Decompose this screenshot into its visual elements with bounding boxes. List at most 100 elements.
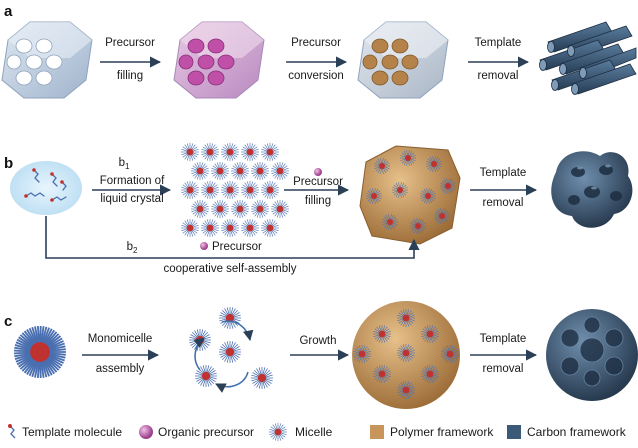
micelle-icon bbox=[397, 381, 415, 399]
micelle-icon bbox=[400, 150, 416, 166]
c-step3-line1: Template bbox=[480, 333, 527, 345]
polymer-filled-template bbox=[357, 21, 449, 99]
micelle-icon bbox=[219, 341, 241, 363]
micelle-icon bbox=[221, 181, 239, 199]
arrow-b2-route bbox=[45, 216, 420, 259]
panel-b-letter: b bbox=[4, 155, 13, 172]
b-step3-line1: Template bbox=[480, 167, 527, 179]
micelle-icon bbox=[231, 162, 249, 180]
micelle-icon bbox=[181, 181, 199, 199]
micelle-icon bbox=[221, 143, 239, 161]
b1-line1: Formation of bbox=[100, 175, 165, 187]
micelle-icon bbox=[440, 178, 456, 194]
micelle-icon bbox=[271, 200, 289, 218]
micelle-icon bbox=[191, 162, 209, 180]
precursor-filled-template bbox=[173, 21, 265, 99]
assembly-arrow-3 bbox=[193, 337, 205, 371]
micelle-icon bbox=[181, 219, 199, 237]
a-step2-line2: conversion bbox=[288, 70, 344, 82]
carbon-framework-icon bbox=[507, 425, 521, 439]
organic-precursor-icon bbox=[139, 425, 153, 439]
c-step3-line2: removal bbox=[483, 363, 524, 375]
legend-item-micelle: Micelle bbox=[269, 423, 333, 441]
micelle-icon bbox=[261, 181, 279, 199]
a-step2-line1: Precursor bbox=[291, 37, 341, 49]
legend-label: Polymer framework bbox=[390, 425, 494, 439]
legend-label: Micelle bbox=[295, 425, 333, 439]
single-micelle bbox=[13, 325, 66, 379]
polymer-framework-icon bbox=[370, 425, 384, 439]
micelle-icon bbox=[241, 219, 259, 237]
micelle-icon bbox=[251, 367, 273, 389]
c-step1-line2: assembly bbox=[96, 363, 145, 375]
b2-route-label: cooperative self-assembly bbox=[164, 263, 297, 275]
micelle-icon bbox=[382, 214, 398, 230]
legend-item-template-molecule: Template molecule bbox=[8, 424, 122, 439]
legend-label: Organic precursor bbox=[158, 425, 254, 439]
micelle-icon bbox=[420, 188, 436, 204]
micelle-icon bbox=[221, 219, 239, 237]
assembly-arrow-1 bbox=[221, 320, 254, 342]
micelle-icon bbox=[434, 208, 450, 224]
micelle-icon bbox=[392, 182, 408, 198]
b1-label: b1 bbox=[119, 157, 130, 171]
legend-item-carbon-framework: Carbon framework bbox=[507, 425, 627, 439]
micelle-icon bbox=[374, 158, 390, 174]
micelle-icon bbox=[353, 345, 371, 363]
micelle-icon bbox=[261, 219, 279, 237]
micelle-icon bbox=[191, 200, 209, 218]
precursor-ball-icon bbox=[200, 242, 208, 250]
b1-line2: liquid crystal bbox=[100, 193, 163, 205]
micelle-icon bbox=[269, 423, 287, 441]
micelle-icon bbox=[195, 365, 217, 387]
carbon-sphere bbox=[546, 309, 638, 401]
micelle-icon bbox=[397, 309, 415, 327]
micelle-icon bbox=[201, 219, 219, 237]
micelle-icon bbox=[397, 344, 415, 362]
a-step1-line1: Precursor bbox=[105, 37, 155, 49]
micelle-icon bbox=[251, 162, 269, 180]
assembly-arrow-2 bbox=[215, 371, 249, 393]
silica-template bbox=[1, 21, 93, 99]
micelle-icon bbox=[189, 329, 211, 351]
micelle-icon bbox=[426, 156, 442, 172]
legend-label: Template molecule bbox=[22, 425, 122, 439]
b-step3-line2: removal bbox=[483, 197, 524, 209]
micelle-icon bbox=[366, 188, 382, 204]
micelle-icon bbox=[261, 143, 279, 161]
micelle-icon bbox=[271, 162, 289, 180]
legend-label: Carbon framework bbox=[527, 425, 627, 439]
b2-precursor-label: Precursor bbox=[212, 241, 262, 253]
precursor-ball-icon bbox=[314, 168, 322, 176]
micelle-icon bbox=[269, 423, 287, 441]
a-step3-line2: removal bbox=[478, 70, 519, 82]
micelle-icon bbox=[201, 181, 219, 199]
micelle-icon bbox=[241, 143, 259, 161]
micelle-icon bbox=[13, 325, 66, 379]
template-solution bbox=[10, 161, 82, 215]
legend: Template molecule Organic precursor Mice… bbox=[8, 423, 627, 441]
b2-label: b2 bbox=[127, 241, 138, 255]
micelle-icon bbox=[410, 218, 426, 234]
template-molecule-icon bbox=[8, 424, 16, 439]
a-step3-line1: Template bbox=[475, 37, 522, 49]
b-step2-line2: filling bbox=[305, 195, 331, 207]
micelle-icon bbox=[211, 162, 229, 180]
c-step2-label: Growth bbox=[299, 335, 336, 347]
micelle-icon bbox=[181, 143, 199, 161]
micelle-icon bbox=[373, 365, 391, 383]
legend-item-organic-precursor: Organic precursor bbox=[139, 425, 254, 439]
polymer-micelle-composite bbox=[359, 145, 461, 245]
micelle-icon bbox=[231, 200, 249, 218]
panel-a-letter: a bbox=[4, 3, 13, 20]
monomicelle-cluster bbox=[189, 307, 273, 389]
micelle-icon bbox=[421, 325, 439, 343]
micelle-icon bbox=[251, 200, 269, 218]
panel-c-letter: c bbox=[4, 313, 12, 330]
liquid-crystal-micelle-array bbox=[181, 143, 289, 237]
micelle-icon bbox=[219, 307, 241, 329]
micelle-icon bbox=[201, 143, 219, 161]
micelle-icon bbox=[421, 365, 439, 383]
